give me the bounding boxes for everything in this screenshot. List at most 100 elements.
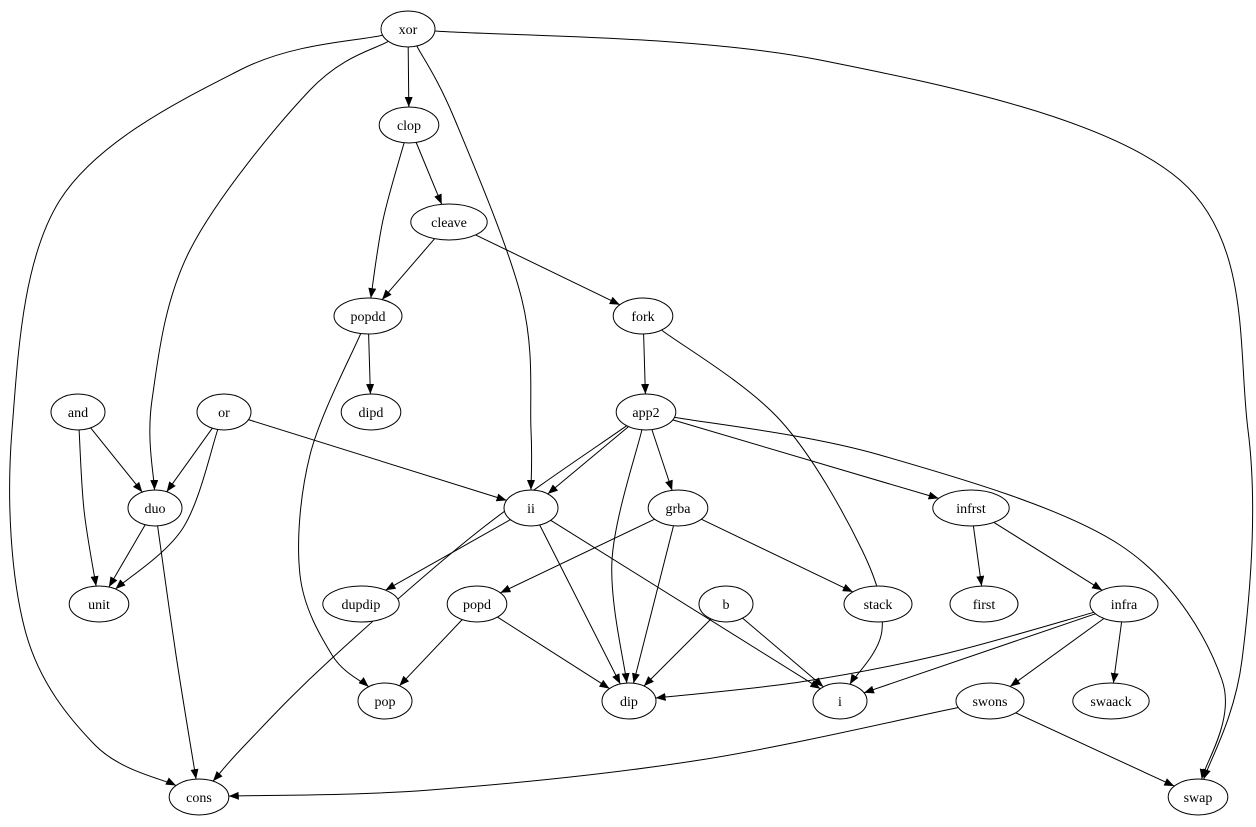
node-popdd-label: popdd — [351, 310, 386, 325]
node-clop: clop — [378, 106, 440, 144]
edge-b-i — [742, 617, 824, 688]
node-dipd-ellipse — [340, 393, 402, 431]
node-dupdip: dupdip — [322, 585, 400, 623]
node-xor-ellipse — [380, 10, 436, 48]
node-grba-label: grba — [666, 502, 692, 517]
node-dip-label: dip — [620, 695, 638, 710]
edge-infrst-first — [972, 525, 985, 587]
edge-popdd-pop — [298, 333, 369, 688]
node-or: or — [196, 393, 252, 431]
edge-or-ii — [248, 419, 507, 502]
node-popdd: popdd — [333, 297, 403, 335]
node-stack-ellipse — [843, 585, 913, 623]
edge-infrst-infra — [993, 521, 1103, 591]
edge-app2-cons — [212, 425, 627, 782]
node-infrst-ellipse — [932, 489, 1010, 527]
node-popd-ellipse — [446, 585, 508, 623]
edge-xor-duo — [149, 40, 389, 491]
edge-app2-dip — [611, 429, 643, 684]
node-and: and — [50, 393, 106, 431]
node-swons-label: swons — [972, 695, 1007, 710]
node-swons-ellipse — [955, 682, 1025, 720]
edge-fork-app2 — [641, 333, 650, 395]
node-popd: popd — [446, 585, 508, 623]
edge-cleave-popdd — [381, 238, 435, 300]
node-infra-label: infra — [1111, 598, 1138, 613]
node-app2-ellipse — [615, 393, 677, 431]
edge-and-unit — [78, 429, 99, 587]
edge-popd-pop — [399, 619, 463, 687]
edge-grba-dip — [632, 525, 674, 684]
edge-xor-ii — [416, 45, 536, 491]
node-b: b — [698, 585, 754, 623]
node-ii: ii — [503, 489, 559, 527]
node-infrst-label: infrst — [956, 502, 986, 517]
edge-app2-ii — [547, 426, 629, 495]
node-swap-ellipse — [1167, 778, 1229, 816]
node-first-ellipse — [949, 585, 1019, 623]
edge-b-dip — [643, 618, 712, 687]
node-cons-label: cons — [186, 791, 212, 806]
node-grba-ellipse — [647, 489, 709, 527]
node-ii-label: ii — [527, 502, 535, 517]
edge-duo-unit — [108, 524, 146, 588]
node-ii-ellipse — [503, 489, 559, 527]
node-i-label: i — [838, 695, 842, 710]
node-dipd-label: dipd — [359, 406, 384, 421]
node-or-ellipse — [196, 393, 252, 431]
node-swaack-label: swaack — [1090, 695, 1131, 710]
edge-app2-grba — [651, 429, 673, 491]
node-dipd: dipd — [340, 393, 402, 431]
edge-xor-clop — [404, 46, 413, 108]
edge-clop-popdd — [368, 142, 405, 299]
node-app2: app2 — [615, 393, 677, 431]
node-and-label: and — [68, 406, 88, 421]
edge-and-duo — [90, 427, 143, 493]
node-swons: swons — [955, 682, 1025, 720]
edge-app2-infrst — [672, 419, 939, 500]
node-dip-ellipse — [601, 682, 657, 720]
edge-infra-i — [863, 613, 1096, 694]
node-infra-ellipse — [1089, 585, 1159, 623]
node-unit-ellipse — [68, 585, 130, 623]
edge-app2-swap — [674, 416, 1226, 780]
node-duo-ellipse — [127, 489, 183, 527]
node-cleave-ellipse — [410, 203, 488, 241]
edge-swons-swap — [1015, 712, 1175, 787]
node-swaack: swaack — [1072, 682, 1150, 720]
edges-layer — [9, 30, 1254, 800]
edge-or-duo — [166, 427, 213, 493]
edge-infra-swons — [1009, 618, 1105, 687]
node-pop-label: pop — [375, 695, 396, 710]
node-duo: duo — [127, 489, 183, 527]
node-duo-label: duo — [145, 502, 166, 517]
edge-swons-cons — [228, 707, 959, 800]
edge-ii-i — [550, 519, 821, 690]
edge-ii-dip — [539, 524, 621, 685]
node-dupdip-label: dupdip — [342, 598, 381, 613]
node-fork-ellipse — [612, 297, 674, 335]
node-or-label: or — [218, 406, 230, 421]
node-unit: unit — [68, 585, 130, 623]
node-b-ellipse — [698, 585, 754, 623]
node-pop-ellipse — [357, 682, 413, 720]
node-dip: dip — [601, 682, 657, 720]
node-swap-label: swap — [1184, 791, 1213, 806]
node-i: i — [812, 682, 868, 720]
edge-infra-swaack — [1110, 621, 1123, 684]
node-clop-ellipse — [378, 106, 440, 144]
edge-clop-cleave — [415, 142, 443, 205]
node-swap: swap — [1167, 778, 1229, 816]
node-cleave-label: cleave — [431, 216, 467, 231]
edge-xor-swap — [434, 30, 1254, 780]
node-infra: infra — [1089, 585, 1159, 623]
node-dupdip-ellipse — [322, 585, 400, 623]
edge-or-unit — [115, 429, 219, 590]
node-cleave: cleave — [410, 203, 488, 241]
node-first-label: first — [973, 598, 996, 613]
node-grba: grba — [647, 489, 709, 527]
node-b-label: b — [723, 598, 730, 613]
